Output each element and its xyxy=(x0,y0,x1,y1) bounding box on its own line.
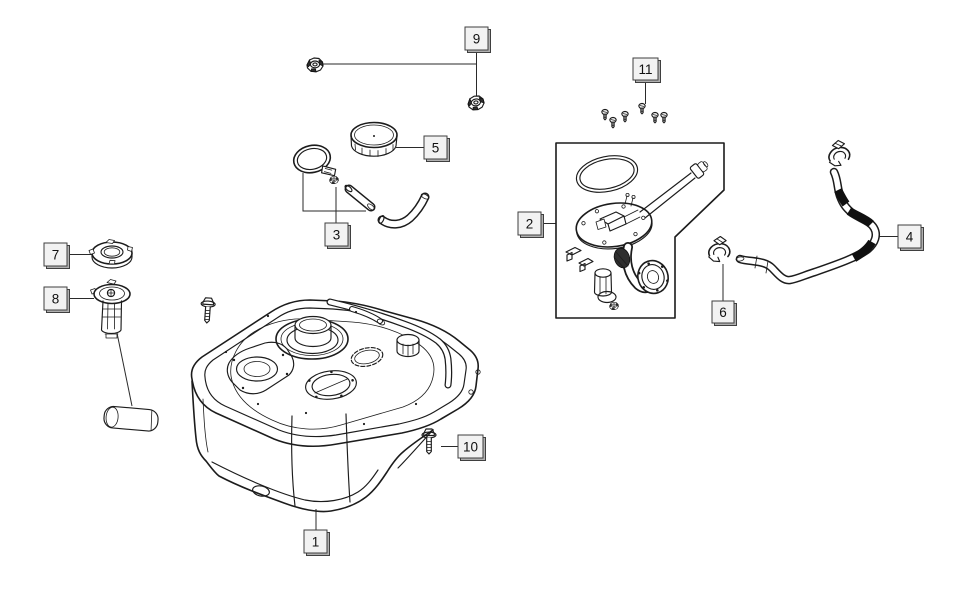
hose-clamp-icon xyxy=(823,137,853,170)
callout-5[interactable]: 5 xyxy=(423,135,450,162)
nut-icon xyxy=(466,94,486,112)
callout-7[interactable]: 7 xyxy=(43,242,70,269)
part-drawing-clamp-and-breather-hoses xyxy=(292,144,430,229)
screw-icon xyxy=(660,111,668,124)
o-ring-icon xyxy=(575,155,639,193)
sender-float-wire xyxy=(116,332,133,407)
float-icon xyxy=(103,405,159,432)
gasket-ring xyxy=(350,347,384,367)
callout-label: 1 xyxy=(312,535,320,550)
callout-label: 11 xyxy=(638,62,652,77)
part-2-boundary-box xyxy=(555,142,725,319)
callout-label: 5 xyxy=(432,141,440,156)
part-drawing-fuel-sender-float-unit xyxy=(67,279,159,432)
callout-3[interactable]: 3 xyxy=(324,222,351,249)
flange-bolt-icon xyxy=(199,296,217,325)
callout-label: 2 xyxy=(526,217,534,232)
screw-icon xyxy=(651,111,659,124)
part-drawing-ring-nut xyxy=(68,239,133,269)
screw-icon xyxy=(609,116,617,129)
leader-line-9 xyxy=(322,50,477,96)
callout-label: 6 xyxy=(719,305,727,320)
callout-9[interactable]: 9 xyxy=(464,26,491,53)
callout-label: 10 xyxy=(463,440,478,455)
callout-label: 9 xyxy=(473,32,481,47)
screw-icon xyxy=(621,110,629,123)
part-drawing-nuts xyxy=(306,50,486,112)
vent-cap xyxy=(396,333,420,358)
callout-10[interactable]: 10 xyxy=(457,434,486,461)
nut-icon xyxy=(329,175,339,185)
callout-label: 3 xyxy=(333,228,341,243)
leader-line-3 xyxy=(302,173,366,223)
callout-6[interactable]: 6 xyxy=(711,300,737,326)
sender-opening xyxy=(305,370,357,400)
callout-1[interactable]: 1 xyxy=(303,529,330,556)
part-drawing-fuel-cap xyxy=(350,121,424,157)
filler-neck xyxy=(275,315,349,360)
part-drawing-fuel-hose xyxy=(735,137,898,285)
part-drawing-fuel-tank xyxy=(190,298,481,530)
part-drawing-screws xyxy=(601,80,668,129)
callout-11[interactable]: 11 xyxy=(632,57,661,83)
part-drawing-fuel-gauge-sender-assembly xyxy=(541,142,725,319)
callout-4[interactable]: 4 xyxy=(897,224,924,251)
hose-clamp-icon xyxy=(704,234,733,265)
callout-2[interactable]: 2 xyxy=(517,211,544,238)
nut-icon xyxy=(609,301,619,311)
nut-icon xyxy=(306,57,324,73)
part-drawing-flange-bolt xyxy=(199,296,458,455)
screw-icon xyxy=(638,102,646,115)
callout-label: 8 xyxy=(52,292,60,307)
gauge-plate xyxy=(226,341,295,395)
part-drawing-hose-clamp xyxy=(704,234,733,301)
screw-icon xyxy=(601,108,609,121)
hose-clamp-icon xyxy=(292,144,337,177)
callout-label: 4 xyxy=(906,230,914,245)
callout-8[interactable]: 8 xyxy=(43,286,70,313)
callout-label: 7 xyxy=(52,248,60,263)
